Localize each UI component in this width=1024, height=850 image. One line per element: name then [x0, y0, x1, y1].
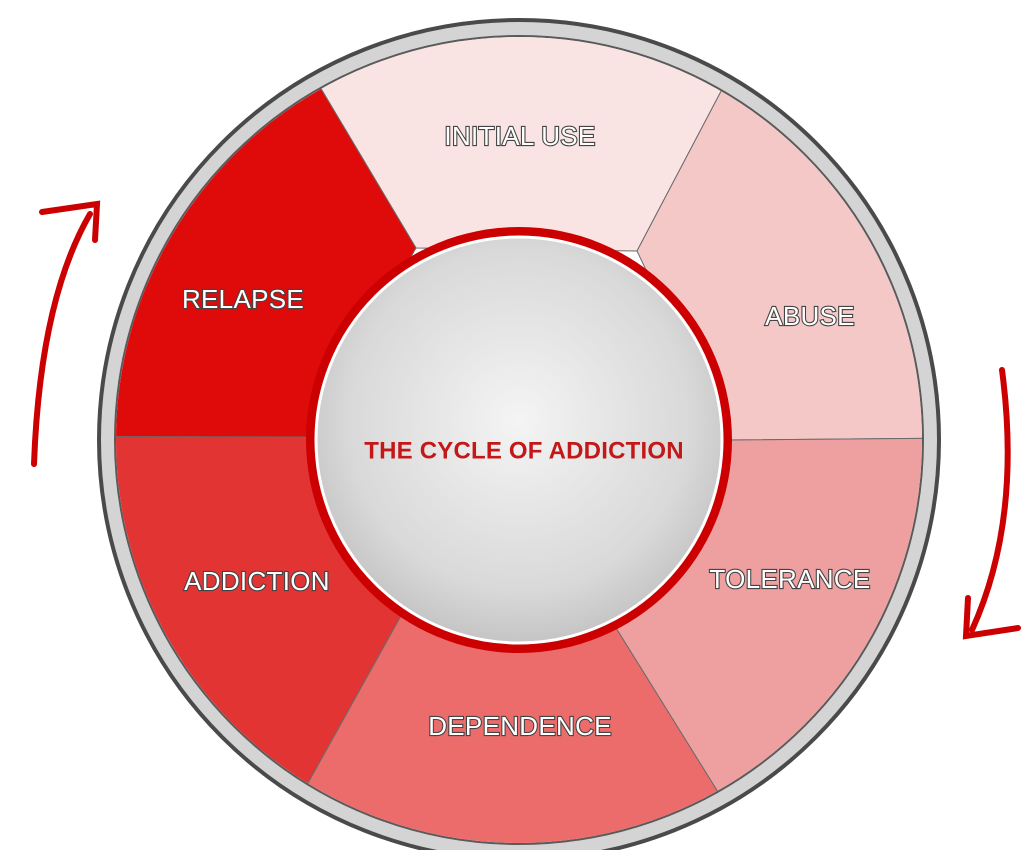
- stage-label-addiction: ADDICTION: [184, 566, 330, 596]
- cycle-arrow-left-curve: [31, 211, 93, 467]
- center-title: THE CYCLE OF ADDICTION: [364, 437, 684, 464]
- stage-label-relapse: RELAPSE: [182, 284, 304, 314]
- cycle-arrow-right-curve: [969, 367, 1011, 633]
- stage-segments: [116, 37, 922, 843]
- cycle-arrow-left-head: [39, 200, 101, 243]
- cycle-arrow-right: [962, 367, 1021, 640]
- stage-label-abuse: ABUSE: [765, 301, 855, 331]
- cycle-arrow-left: [31, 200, 101, 467]
- hub: [314, 235, 724, 645]
- stage-label-dependence: DEPENDENCE: [428, 711, 612, 741]
- cycle-arrow-right-head: [962, 595, 1021, 640]
- stage-label-initial-use: INITIAL USE: [444, 121, 595, 151]
- stage-label-tolerance: TOLERANCE: [709, 564, 870, 594]
- stage-labels: INITIAL USE ABUSE TOLERANCE DEPENDENCE ADDIC…: [181, 120, 872, 742]
